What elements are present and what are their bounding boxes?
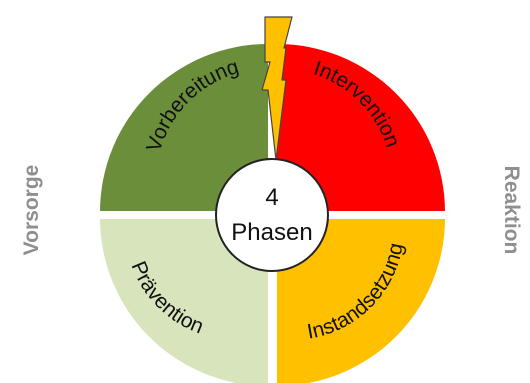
separator-vertical — [268, 210, 277, 383]
center-number: 4 — [265, 184, 278, 211]
sector-praevention — [100, 218, 268, 383]
side-label-vorsorge: Vorsorge — [20, 165, 43, 256]
sector-instandsetzung — [277, 218, 445, 383]
center-circle — [215, 158, 329, 272]
sector-vorbereitung — [100, 44, 268, 212]
lightning-bolt-icon — [261, 16, 293, 161]
center-title: Phasen — [231, 219, 312, 246]
sector-intervention — [277, 44, 445, 212]
side-label-reaktion: Reaktion — [500, 166, 523, 255]
